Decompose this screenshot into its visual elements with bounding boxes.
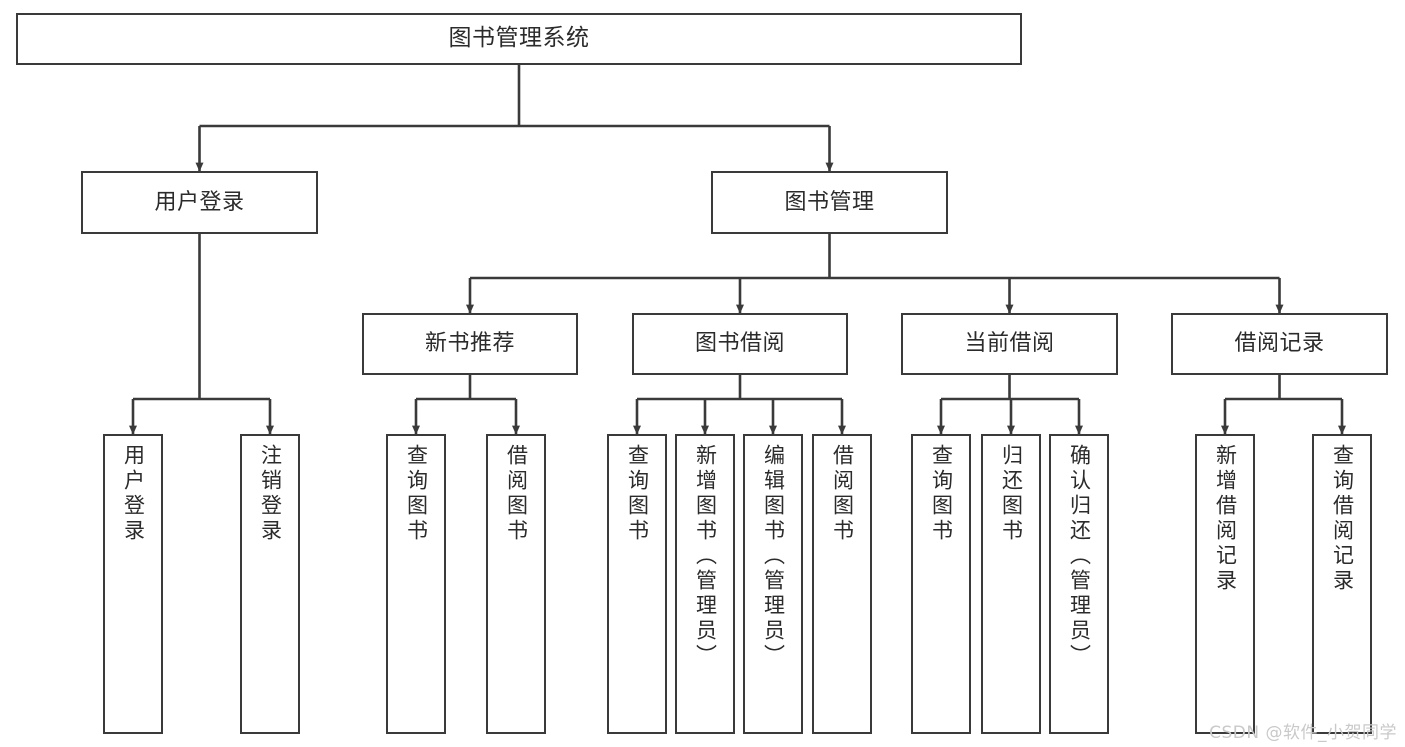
- node-label: 借阅记录: [1234, 331, 1325, 357]
- node-login[interactable]: 用户登录: [81, 171, 318, 234]
- node-label: 归还图书: [999, 444, 1024, 544]
- node-label: 借阅图书: [830, 444, 855, 544]
- node-label: 图书管理系统: [448, 25, 590, 52]
- node-label: 确认归还（管理员）: [1067, 444, 1092, 669]
- node-l_query1[interactable]: 查询图书: [386, 434, 446, 734]
- node-bookmgmt[interactable]: 图书管理: [711, 171, 948, 234]
- node-label: 用户登录: [121, 444, 146, 544]
- node-l_borrow1[interactable]: 借阅图书: [486, 434, 546, 734]
- node-label: 查询借阅记录: [1330, 444, 1355, 594]
- node-l_queryrec[interactable]: 查询借阅记录: [1312, 434, 1372, 734]
- node-label: 借阅图书: [504, 444, 529, 544]
- node-label: 新书推荐: [424, 331, 515, 357]
- node-label: 新增图书（管理员）: [693, 444, 718, 669]
- node-l_login[interactable]: 用户登录: [103, 434, 163, 734]
- node-l_logout[interactable]: 注销登录: [240, 434, 300, 734]
- node-label: 用户登录: [154, 189, 245, 215]
- node-current[interactable]: 当前借阅: [901, 313, 1118, 375]
- node-l_query2[interactable]: 查询图书: [607, 434, 667, 734]
- node-label: 当前借阅: [964, 331, 1055, 357]
- node-l_query3[interactable]: 查询图书: [911, 434, 971, 734]
- node-l_confirm[interactable]: 确认归还（管理员）: [1049, 434, 1109, 734]
- node-l_edit[interactable]: 编辑图书（管理员）: [743, 434, 803, 734]
- node-label: 注销登录: [258, 444, 283, 544]
- node-label: 查询图书: [929, 444, 954, 544]
- node-newbook[interactable]: 新书推荐: [362, 313, 578, 375]
- node-l_addrec[interactable]: 新增借阅记录: [1195, 434, 1255, 734]
- node-label: 查询图书: [625, 444, 650, 544]
- node-l_borrow2[interactable]: 借阅图书: [812, 434, 872, 734]
- node-label: 查询图书: [404, 444, 429, 544]
- node-label: 新增借阅记录: [1213, 444, 1238, 594]
- node-label: 图书借阅: [694, 331, 785, 357]
- node-root[interactable]: 图书管理系统: [16, 13, 1022, 65]
- node-borrow[interactable]: 图书借阅: [632, 313, 848, 375]
- node-records[interactable]: 借阅记录: [1171, 313, 1388, 375]
- node-label: 图书管理: [784, 189, 875, 215]
- node-l_add[interactable]: 新增图书（管理员）: [675, 434, 735, 734]
- node-label: 编辑图书（管理员）: [761, 444, 786, 669]
- node-l_return[interactable]: 归还图书: [981, 434, 1041, 734]
- csdn-watermark: CSDN @软件_小贺同学: [1209, 723, 1397, 743]
